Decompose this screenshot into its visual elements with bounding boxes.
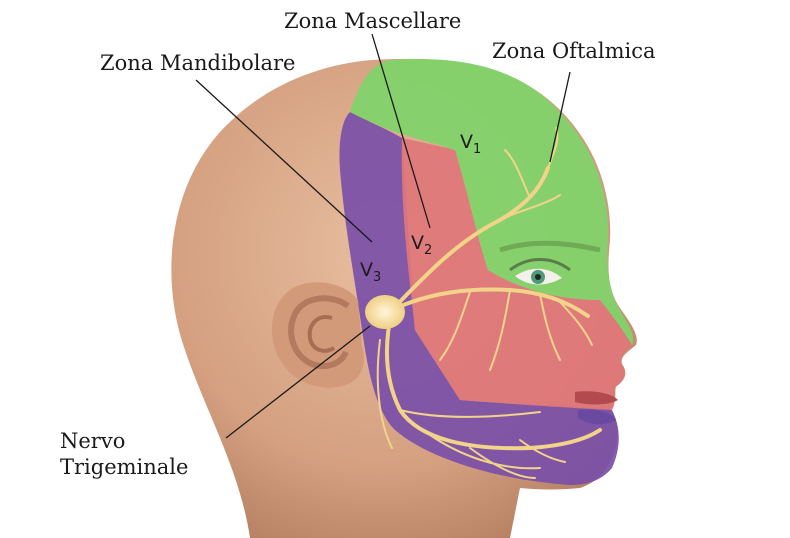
trigeminal-nerve-branches <box>376 127 602 479</box>
leader-line-mandibolare <box>195 79 373 243</box>
trigeminal-ganglion <box>365 295 405 329</box>
eye <box>499 240 601 285</box>
zone-v1 <box>350 58 634 345</box>
lips <box>575 391 618 405</box>
label-nervo-line2: Trigeminale <box>60 455 189 480</box>
zone-v1-tag: V1 <box>460 131 481 157</box>
lower-lip <box>578 409 616 425</box>
label-nervo-line1: Nervo <box>60 429 126 453</box>
label-zona-mascellare: Zona Mascellare <box>284 9 462 33</box>
label-zona-oftalmica: Zona Oftalmica <box>492 39 656 63</box>
zone-v2 <box>401 138 632 410</box>
leader-line-nervo <box>225 325 371 439</box>
zone-v2-tag: V2 <box>411 232 432 258</box>
zone-v3-tag: V3 <box>360 259 381 285</box>
leader-line-mascellare <box>371 33 431 229</box>
leader-line-oftalmica <box>549 71 571 163</box>
zone-v3 <box>339 112 619 485</box>
label-zona-mandibolare: Zona Mandibolare <box>100 51 296 75</box>
label-nervo-trigeminale: Nervo Trigeminale <box>60 428 188 481</box>
leader-lines <box>195 33 571 439</box>
ear <box>271 282 364 388</box>
